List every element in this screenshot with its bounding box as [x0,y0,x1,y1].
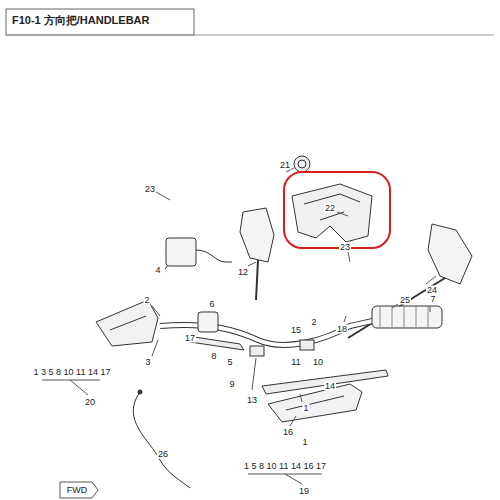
callout-group: 1 3 5 8 10 11 14 17 [33,368,112,377]
mirror-stem [256,260,258,300]
callout-number: 24 [426,286,438,295]
diagram-title: F10-1 方向把/HANDLEBAR [12,15,150,26]
callout-number: 5 [226,358,233,367]
callout-number: 19 [298,487,310,496]
windshield [292,184,372,242]
handlebar-tube [160,316,395,345]
callout-number: 25 [399,296,411,305]
callout-number: 9 [228,380,235,389]
callout-number: 20 [84,398,96,407]
right-mirror [428,224,472,284]
left-lever [188,336,244,350]
guard-detail [286,396,344,410]
windshield-ribs [304,194,360,220]
clamp [300,340,314,350]
title-frame [6,9,194,35]
callout-number: 23 [339,243,351,252]
callout-group: 1 5 8 10 11 14 16 17 [243,462,327,471]
title-rule [6,35,494,36]
callout-number: 26 [157,450,169,459]
left-switch [198,312,218,332]
callout-number: 21 [279,161,291,170]
handlebar-tube [160,316,395,345]
brake-hose [196,250,232,262]
callout-number: 3 [144,358,151,367]
right-lever [262,370,388,394]
callout-number: 1 [301,438,308,447]
group-bracket [42,380,100,395]
callout-number: 18 [336,325,348,334]
master-cylinder [166,238,196,266]
cap [298,160,306,168]
callout-number: 15 [290,326,302,335]
throttle-grip [372,306,442,328]
callout-number: 2 [310,318,317,327]
callout-number: 23 [144,185,156,194]
cable-end [138,390,142,394]
grip-ribs [380,306,428,328]
callout-number: 12 [237,268,249,277]
callout-number: 2 [143,296,150,305]
callout-number: 4 [154,266,161,275]
callout-number: 10 [312,358,324,367]
callout-number: 6 [208,300,215,309]
group-bracket [248,474,322,484]
callout-number: 16 [282,428,294,437]
leader-line [165,265,168,269]
cap [294,156,310,172]
left-hand-guard [96,300,158,346]
callout-number: 13 [246,396,258,405]
callout-number: 22 [324,204,336,213]
clamp [250,346,264,356]
callout-number: 11 [290,358,301,367]
fwd-arrow-icon [60,482,98,498]
right-hand-guard [268,384,362,422]
highlight-ring [284,172,390,248]
throttle-cable [133,392,190,488]
callout-number: FWD [66,486,89,495]
callout-number: 14 [324,382,336,391]
callout-number: 17 [184,334,196,343]
guard-detail [110,316,146,330]
callout-number: 7 [429,295,436,304]
callout-number: 8 [210,352,217,361]
callout-number: 1 [302,404,309,413]
left-mirror [240,208,274,262]
leader-line [152,168,436,426]
